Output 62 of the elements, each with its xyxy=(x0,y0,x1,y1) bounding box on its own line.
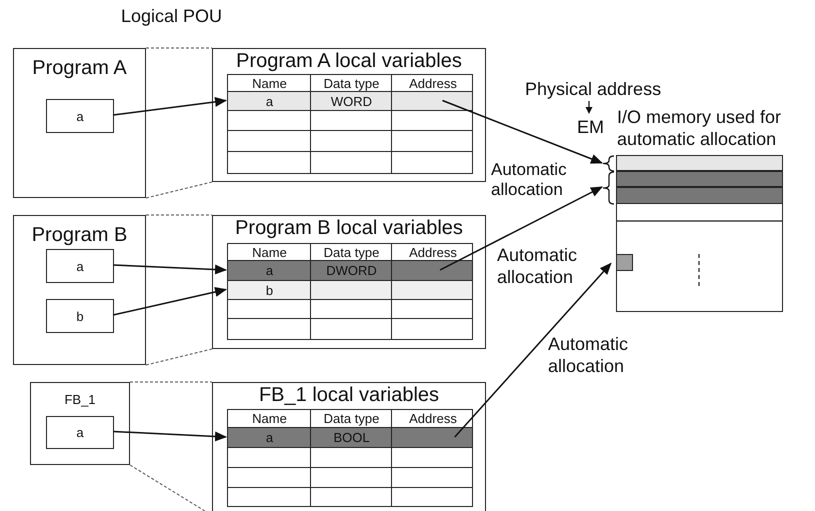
table-row xyxy=(227,428,473,448)
allocation-note: Automatic allocation xyxy=(548,333,630,377)
table-cell-text: BOOL xyxy=(332,429,371,447)
program-title: Program A xyxy=(31,57,128,80)
panel-title: Program B local variables xyxy=(234,217,464,239)
annotation-text: Logical POU xyxy=(121,5,222,27)
panel-title: FB_1 local variables xyxy=(258,384,440,406)
program-box xyxy=(13,48,146,198)
zoom-line xyxy=(146,348,212,366)
table-row xyxy=(227,261,473,281)
variable-box xyxy=(46,99,114,133)
variable-name: a xyxy=(76,108,84,124)
table-row xyxy=(227,281,473,300)
variable-box xyxy=(46,416,114,449)
table-cell-text: DWORD xyxy=(325,262,378,280)
arrow xyxy=(112,287,227,316)
variable-name: b xyxy=(76,308,84,324)
variable-table-panel xyxy=(212,215,486,349)
variable-name: a xyxy=(76,258,84,274)
memory-segment xyxy=(616,187,783,204)
zoom-line xyxy=(130,464,206,511)
table-cell-text: a xyxy=(264,262,274,280)
program-title: FB_1 xyxy=(63,392,97,407)
variable-name: a xyxy=(76,425,84,440)
program-box xyxy=(13,215,146,365)
arrow xyxy=(112,430,227,442)
table-cell-text: a xyxy=(264,429,274,447)
memory-segment xyxy=(616,171,783,187)
column-header: Address xyxy=(408,410,458,427)
program-title: Program B xyxy=(30,224,128,247)
annotation-text: Physical address xyxy=(525,78,662,100)
column-header: Address xyxy=(408,244,458,260)
column-header: Data type xyxy=(322,410,380,427)
panel-title: Program A local variables xyxy=(235,50,463,72)
annotation-text: EM xyxy=(577,116,604,138)
variable-box xyxy=(46,299,114,333)
column-header: Name xyxy=(251,244,288,260)
allocation-note: Automatic allocation xyxy=(497,244,578,288)
arrow xyxy=(442,100,603,164)
arrow xyxy=(454,262,612,438)
variable-box xyxy=(46,249,114,283)
allocation-note: Automatic allocation xyxy=(491,160,568,200)
program-box xyxy=(30,382,130,465)
allocated-cell xyxy=(616,254,633,271)
zoom-line xyxy=(146,214,212,216)
zoom-line xyxy=(146,182,212,198)
table-cell-text: a xyxy=(264,92,274,110)
column-header: Name xyxy=(251,410,288,427)
arrow xyxy=(440,186,603,271)
column-header: Name xyxy=(251,75,288,91)
arrow xyxy=(112,96,227,116)
table-cell-text: WORD xyxy=(330,92,374,110)
column-header: Data type xyxy=(322,244,380,260)
table-row xyxy=(227,92,473,111)
table-cell-text: b xyxy=(264,282,274,299)
column-header: Address xyxy=(408,75,458,91)
variable-table-panel xyxy=(212,382,486,511)
variable-table-panel xyxy=(212,48,486,182)
memory-heading: I/O memory used for automatic allocation xyxy=(617,106,782,150)
column-header: Data type xyxy=(322,75,380,91)
arrow xyxy=(112,264,227,274)
memory-segment xyxy=(616,155,783,171)
